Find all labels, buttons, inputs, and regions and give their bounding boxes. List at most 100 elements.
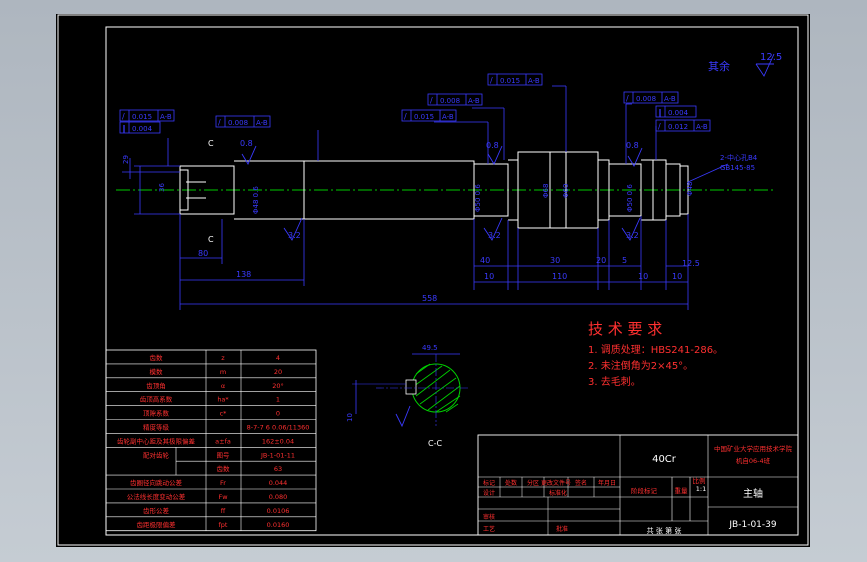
roughness-other-value: 12.5 <box>760 52 782 63</box>
tolerance-symbol: / <box>404 112 407 121</box>
gear-table-param: 齿轮副中心距及其极限偏差 <box>117 436 196 445</box>
tolerance-frame: ∥0.004 <box>119 121 161 134</box>
gear-table-symbol: fpt <box>219 521 228 529</box>
tolerance-frame: / 0.015 A-B <box>487 73 543 86</box>
dim-558: 558 <box>422 294 437 303</box>
gear-table-param: 精度等级 <box>143 423 170 432</box>
center-hole-note-2: GB145-85 <box>720 164 755 172</box>
gear-table-value: 8-7-7 6 0.06/11360 <box>247 424 310 432</box>
center-hole-note-1: 2-中心孔B4 <box>720 153 758 162</box>
gear-table-symbol: m <box>220 368 226 376</box>
dim-40: 40 <box>480 256 490 265</box>
roughness-face-value-1: 0.8 <box>240 139 253 148</box>
gear-table-symbol: z <box>221 354 225 362</box>
dim-29: 29 <box>122 155 130 164</box>
tolerance-datum: A-B <box>442 113 454 121</box>
dim-110: 110 <box>552 272 567 281</box>
gear-table-value: 162±0.04 <box>262 437 294 445</box>
roughness-other-label: 其余 <box>708 59 730 73</box>
gear-table-value: JB-1-01-11 <box>260 451 295 459</box>
gear-table-param: 模数 <box>150 367 164 376</box>
gear-table-value: 1 <box>276 396 280 404</box>
gear-table-param: 齿顶角 <box>146 381 166 390</box>
school-text: 中国矿业大学应用技术学院 <box>714 444 793 453</box>
dim-phi-mid: Φ50 0.6 <box>474 184 482 212</box>
gear-table-param: 齿距极限偏差 <box>137 520 177 529</box>
dim-80: 80 <box>198 249 208 258</box>
gear-table-value: 0.044 <box>269 479 288 487</box>
tolerance-datum: A-B <box>468 97 480 105</box>
hdr-count: 处数 <box>505 479 517 487</box>
dim-phi-right: Φ50 0.6 <box>626 184 634 212</box>
ratio-label: 比例 <box>693 476 706 485</box>
tech-req-item-3: 3. 去毛刺。 <box>588 376 641 388</box>
dim-phi-gear2: Φ60 <box>562 184 570 198</box>
outer-border <box>57 14 809 546</box>
tolerance-datum: A-B <box>528 77 540 85</box>
gear-table-param: 齿数 <box>150 353 164 362</box>
shaft-outline <box>179 151 689 229</box>
tolerance-value: 0.015 <box>500 77 520 85</box>
dimension-lines <box>122 85 729 310</box>
gear-table-param: 配对齿轮 <box>143 450 170 459</box>
gear-table-value: 0.0160 <box>267 521 290 529</box>
gear-table-param: 齿圈径向跳动公差 <box>130 478 183 487</box>
gear-table-param: 公法线长度变动公差 <box>127 492 186 501</box>
gear-table-value: 0.0106 <box>267 507 290 515</box>
tolerance-symbol: ∥ <box>658 108 662 117</box>
gear-table-value: 0.080 <box>269 493 288 501</box>
hdr-date: 年月日 <box>598 479 616 487</box>
roughness-shaft-value-1: 3.2 <box>288 231 301 240</box>
keyway-depth-dim: 10 <box>346 413 354 422</box>
dim-10c: 10 <box>672 272 682 281</box>
roughness-face-value-2: 0.8 <box>486 141 499 150</box>
dim-138: 138 <box>236 270 251 279</box>
inner-border <box>105 26 799 536</box>
tolerance-datum: A-B <box>160 113 172 121</box>
tolerance-value: 0.004 <box>668 109 689 117</box>
roughness-symbols <box>241 53 775 241</box>
drawing-number-text: JB-1-01-39 <box>728 520 776 530</box>
dim-36: 36 <box>158 183 166 192</box>
gear-table-symbol: Fw <box>218 493 228 501</box>
tolerance-value: 0.008 <box>636 95 656 103</box>
gear-table-symbol: a±fa <box>215 437 231 445</box>
tolerance-symbol: / <box>626 94 629 103</box>
keyway-width-dim: 49.5 <box>422 344 438 352</box>
tolerance-symbol: / <box>430 96 433 105</box>
row-process: 工艺 <box>483 525 495 533</box>
scale-text: 1:1 <box>696 485 706 493</box>
gear-table-symbol: Fr <box>220 479 226 487</box>
gear-table-symbol: α <box>221 382 225 390</box>
tolerance-value: 0.004 <box>132 125 153 133</box>
tech-req-item-1: 1. 调质处理：HBS241-286。 <box>588 344 723 356</box>
gear-table-value: 4 <box>276 354 280 362</box>
tolerance-symbol: / <box>122 112 125 121</box>
dim-30: 30 <box>550 256 560 265</box>
row-standardization: 标准化 <box>549 489 567 497</box>
material-text: 40Cr <box>652 454 677 465</box>
roughness-shaft-value-2: 3.2 <box>488 231 501 240</box>
title-block: 40Cr中国矿业大学应用技术学院机自06-4班主轴JB-1-01-391:1共 … <box>477 434 799 536</box>
gear-table-value: 63 <box>274 465 282 473</box>
tolerance-datum: A-B <box>696 123 708 131</box>
weight-label: 重量 <box>675 487 689 495</box>
section-view-label: C-C <box>428 439 442 448</box>
gear-table-param: 顶隙系数 <box>143 409 170 418</box>
gear-table-value: 20° <box>272 382 284 390</box>
row-review: 审核 <box>483 513 495 521</box>
stage-mark-label: 阶段标记 <box>631 486 658 495</box>
tolerance-value: 0.012 <box>668 123 688 131</box>
roughness-face-value-3: 0.8 <box>626 141 639 150</box>
gear-table-symbol: 齿数 <box>217 464 231 473</box>
dim-phi-gear1: Φ68 <box>542 184 550 198</box>
tolerance-datum: A-B <box>664 95 676 103</box>
row-approve: 批准 <box>556 525 568 533</box>
hdr-sign: 签名 <box>575 479 587 487</box>
sheet-info-text: 共 张 第 张 <box>647 526 682 535</box>
tolerance-symbol: / <box>490 76 493 85</box>
